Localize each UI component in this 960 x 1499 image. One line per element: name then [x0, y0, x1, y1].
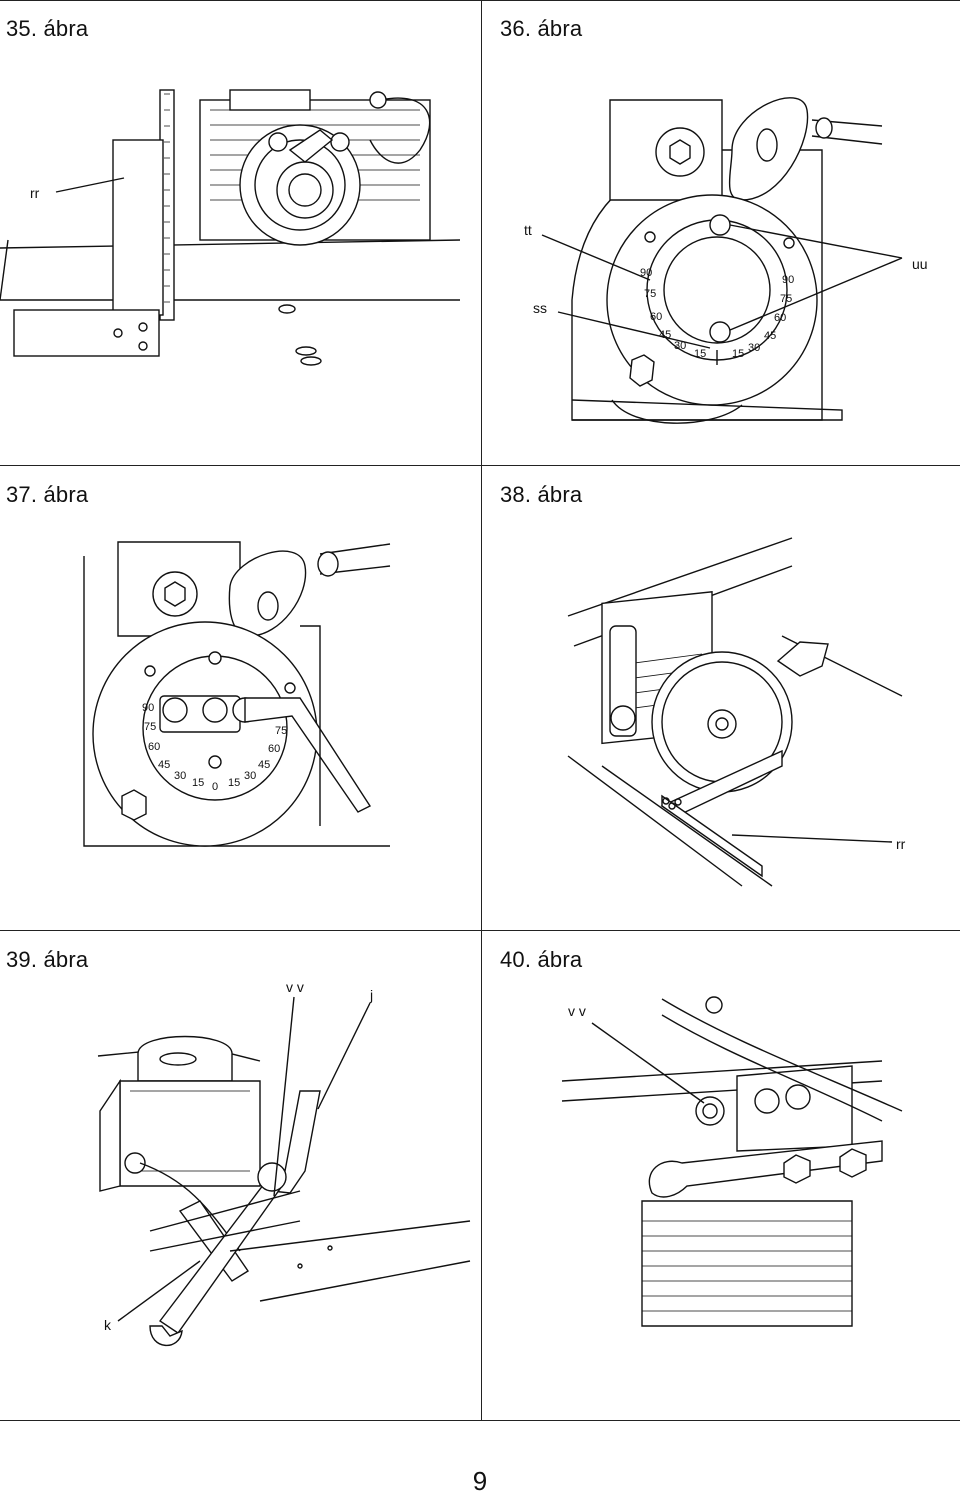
- figure-title: 40. ábra: [500, 947, 583, 972]
- callout-rr: rr: [30, 185, 40, 201]
- dial-label-75-right: 75: [780, 293, 792, 305]
- figure-38-panel: 38. ábra rr: [482, 466, 960, 930]
- figure-35-illustration: [0, 89, 461, 366]
- dial-label-0: 0: [212, 781, 218, 793]
- figure-title: 37. ábra: [6, 482, 89, 507]
- figure-39-panel: 39. ábra v v j k: [0, 931, 480, 1420]
- figure-title: 36. ábra: [500, 16, 583, 41]
- dial-label-60-left: 60: [650, 311, 662, 323]
- dial-label-30-right: 30: [244, 770, 256, 782]
- dial-label-75-left: 75: [144, 721, 156, 733]
- column-divider: [481, 0, 482, 1420]
- dial-label-30-left: 30: [674, 340, 686, 352]
- figure-37-illustration: 90 75 60 45 30 15 0 15 30 45 60 75: [83, 541, 391, 847]
- page-number: 9: [472, 1466, 488, 1496]
- dial-label-75-right: 75: [275, 725, 287, 737]
- dial-label-60-left: 60: [148, 741, 160, 753]
- row-divider-2: [0, 930, 960, 931]
- dial-label-45-left: 45: [659, 329, 671, 341]
- dial-label-90-left: 90: [142, 702, 154, 714]
- callout-vv: v v: [286, 979, 304, 995]
- figure-35-panel: 35. ábra rr: [0, 0, 480, 465]
- dial-label-15-right: 15: [228, 777, 240, 789]
- row-divider-1: [0, 465, 960, 466]
- figure-36-panel: 36. ábra 90 75 60 45 30 15 15 30 45 60 7…: [482, 0, 960, 465]
- dial-label-15-left: 15: [192, 777, 204, 789]
- dial-label-15-left: 15: [694, 348, 706, 360]
- dial-label-60-right: 60: [774, 312, 786, 324]
- figure-40-illustration: [561, 996, 903, 1327]
- dial-label-60-right: 60: [268, 743, 280, 755]
- dial-label-45-right: 45: [258, 759, 270, 771]
- dial-label-45-right: 45: [764, 330, 776, 342]
- figure-title: 39. ábra: [6, 947, 89, 972]
- figure-36-illustration: 90 75 60 45 30 15 15 30 45 60 75 90: [541, 97, 903, 424]
- callout-ss: ss: [533, 300, 547, 316]
- figure-title: 35. ábra: [6, 16, 89, 41]
- dial-label-90-right: 90: [782, 274, 794, 286]
- callout-rr: rr: [896, 836, 906, 852]
- row-divider-3: [0, 1420, 960, 1421]
- callout-k: k: [104, 1317, 111, 1333]
- callout-vv: v v: [568, 1003, 586, 1019]
- callout-j: j: [370, 987, 374, 1003]
- figure-39-illustration: [97, 996, 471, 1347]
- dial-label-30-left: 30: [174, 770, 186, 782]
- callout-tt: tt: [524, 222, 532, 238]
- dial-label-90-left: 90: [640, 267, 652, 279]
- callout-uu: uu: [912, 256, 928, 272]
- dial-label-30-right: 30: [748, 342, 760, 354]
- dial-label-75-left: 75: [644, 288, 656, 300]
- figure-38-illustration: [567, 537, 903, 887]
- figure-37-panel: 37. ábra 90 75 60 45 30 15 0 15 30 45 60: [0, 466, 480, 930]
- figure-title: 38. ábra: [500, 482, 583, 507]
- figure-40-panel: 40. ábra v v: [482, 931, 960, 1420]
- dial-label-45-left: 45: [158, 759, 170, 771]
- top-border: [0, 0, 960, 1]
- dial-label-15-right: 15: [732, 348, 744, 360]
